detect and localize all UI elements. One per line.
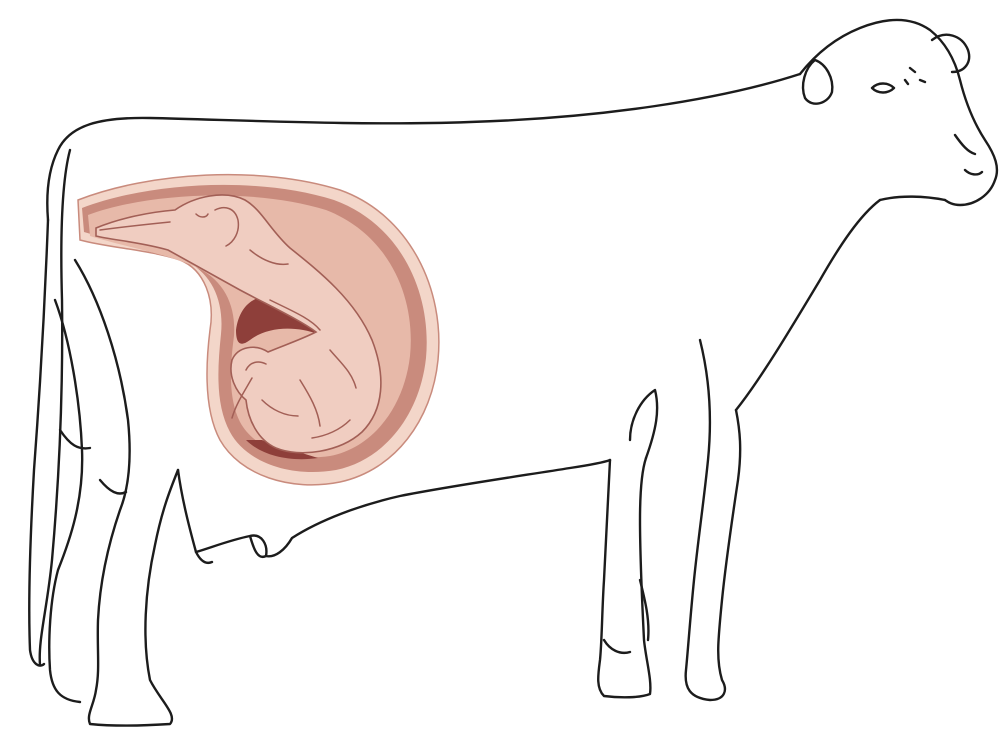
cow-belly-line	[178, 460, 610, 556]
cow-outline	[29, 20, 997, 726]
uterus-inset	[78, 175, 439, 485]
cow-hock-line	[60, 430, 126, 494]
cow-front-leg-near	[630, 340, 740, 700]
cow-tail	[29, 150, 70, 666]
cow-face-lines	[905, 68, 982, 174]
cow-rear-leg-far	[49, 300, 82, 702]
cow-front-leg-far	[598, 458, 650, 697]
cow-neck-line	[880, 197, 945, 200]
cow-eye	[872, 84, 894, 93]
cow-chest-line	[736, 200, 880, 410]
